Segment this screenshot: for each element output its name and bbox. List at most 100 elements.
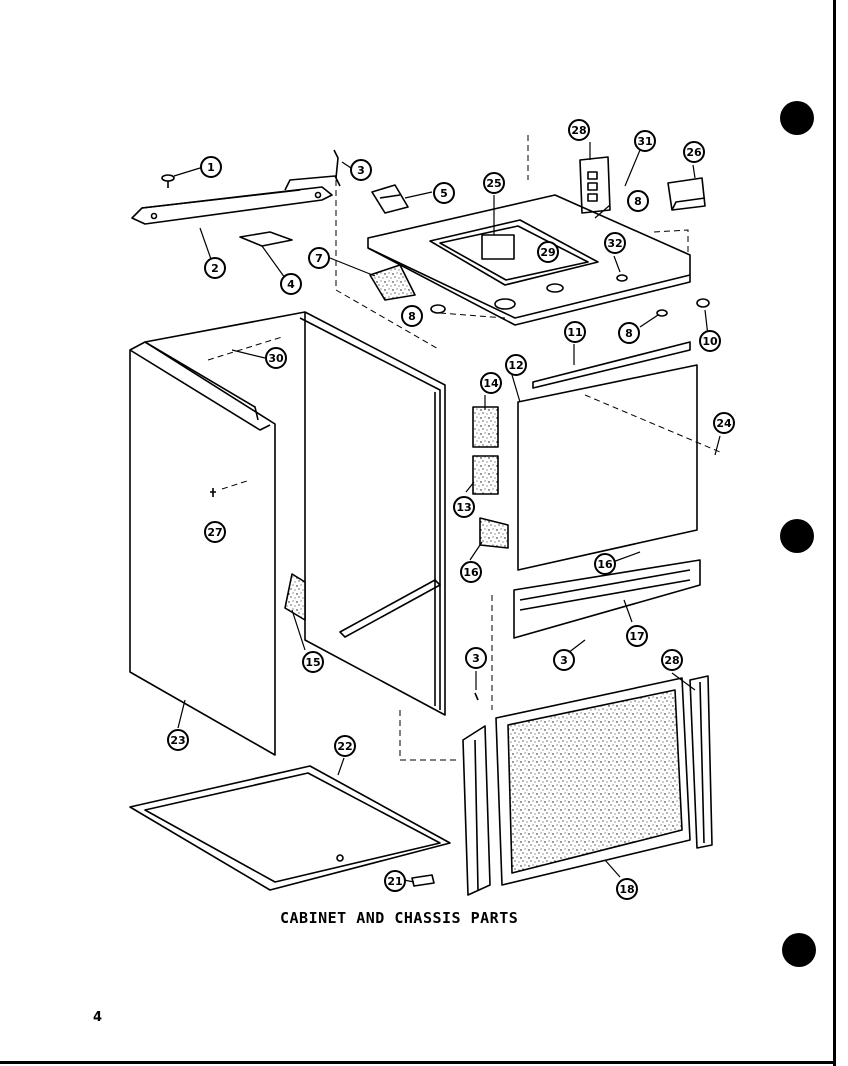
callout-label: 3 bbox=[560, 654, 568, 667]
callout-circle bbox=[683, 141, 705, 163]
screw-part-3-top bbox=[333, 149, 339, 179]
callout-label: 23 bbox=[170, 734, 185, 747]
callout-circle bbox=[564, 321, 586, 343]
callout-c28b: 28 bbox=[661, 649, 683, 671]
callout-c16a: 16 bbox=[460, 561, 482, 583]
binder-hole-middle bbox=[780, 519, 814, 553]
callout-label: 21 bbox=[387, 875, 402, 888]
callout-circle bbox=[618, 322, 640, 344]
callout-c5: 5 bbox=[433, 182, 455, 204]
callout-circle bbox=[634, 130, 656, 152]
callout-label: 32 bbox=[607, 237, 622, 250]
binder-hole-top bbox=[780, 101, 814, 135]
callout-c8b: 8 bbox=[627, 190, 649, 212]
callout-label: 10 bbox=[702, 335, 718, 348]
callout-circle bbox=[384, 870, 406, 892]
callout-label: 29 bbox=[540, 246, 555, 259]
washer-part-a bbox=[430, 304, 446, 314]
callout-circle bbox=[713, 412, 735, 434]
page-number: 4 bbox=[93, 1010, 103, 1025]
diagram-caption: CABINET AND CHASSIS PARTS bbox=[280, 909, 519, 927]
callout-c11: 11 bbox=[564, 321, 586, 343]
callout-c13: 13 bbox=[453, 496, 475, 518]
insert-part-14 bbox=[472, 406, 499, 448]
callout-label: 30 bbox=[268, 352, 284, 365]
callout-c15: 15 bbox=[302, 651, 324, 673]
callout-label: 25 bbox=[486, 177, 501, 190]
callout-c31: 31 bbox=[634, 130, 656, 152]
callout-circle bbox=[627, 190, 649, 212]
callout-label: 16 bbox=[463, 566, 479, 579]
callout-label: 12 bbox=[508, 359, 523, 372]
callout-label: 8 bbox=[408, 310, 416, 323]
callout-c1: 1 bbox=[200, 156, 222, 178]
callout-label: 14 bbox=[483, 377, 499, 390]
callout-c4: 4 bbox=[280, 273, 302, 295]
part-callouts: 1234578252928318263281030111214242713161… bbox=[167, 119, 735, 900]
callout-c16b: 16 bbox=[594, 553, 616, 575]
callout-label: 3 bbox=[357, 164, 365, 177]
screw-part-27 bbox=[210, 488, 216, 497]
callout-c22: 22 bbox=[334, 735, 356, 757]
left-rail-part bbox=[462, 725, 491, 896]
bottom-rail-part bbox=[513, 559, 701, 639]
callout-c3c: 3 bbox=[465, 647, 487, 669]
page-edge-right bbox=[833, 0, 836, 1066]
callout-circle bbox=[480, 372, 502, 394]
callout-circle bbox=[537, 241, 559, 263]
front-panel-part bbox=[517, 341, 698, 571]
callout-c18: 18 bbox=[616, 878, 638, 900]
callout-label: 1 bbox=[207, 161, 215, 174]
callout-label: 2 bbox=[211, 262, 219, 275]
callout-label: 8 bbox=[634, 195, 642, 208]
callout-circle bbox=[204, 257, 226, 279]
insert-part-13 bbox=[472, 455, 499, 495]
callout-label: 11 bbox=[567, 326, 582, 339]
mounting-bracket-part bbox=[667, 177, 706, 211]
back-panel-part bbox=[144, 311, 446, 716]
callout-label: 4 bbox=[287, 278, 295, 291]
callout-c14: 14 bbox=[480, 372, 502, 394]
washer-part-b bbox=[616, 274, 628, 282]
callout-label: 31 bbox=[637, 135, 652, 148]
callout-label: 8 bbox=[625, 327, 633, 340]
callout-label: 24 bbox=[716, 417, 732, 430]
callout-label: 7 bbox=[315, 252, 323, 265]
callout-c8a: 8 bbox=[401, 305, 423, 327]
callout-c3a: 3 bbox=[350, 159, 372, 181]
callout-label: 3 bbox=[472, 652, 480, 665]
washer-part-c bbox=[656, 309, 668, 317]
screw-part-1 bbox=[161, 174, 175, 188]
callout-c25: 25 bbox=[483, 172, 505, 194]
base-plate-part bbox=[129, 765, 451, 891]
callout-circle bbox=[465, 647, 487, 669]
callout-c24: 24 bbox=[713, 412, 735, 434]
callout-c10: 10 bbox=[699, 330, 721, 352]
callout-c26: 26 bbox=[683, 141, 705, 163]
callout-c28a: 28 bbox=[568, 119, 590, 141]
page-edge-bottom bbox=[0, 1061, 836, 1064]
callout-circle bbox=[460, 561, 482, 583]
callout-label: 26 bbox=[686, 146, 702, 159]
screw-part-3-bottom bbox=[474, 692, 479, 701]
callout-label: 28 bbox=[571, 124, 586, 137]
insert-part-16 bbox=[479, 517, 509, 549]
callout-circle bbox=[568, 119, 590, 141]
callout-circle bbox=[594, 553, 616, 575]
callout-label: 13 bbox=[456, 501, 471, 514]
callout-circle bbox=[553, 649, 575, 671]
callout-c21: 21 bbox=[384, 870, 406, 892]
callout-circle bbox=[433, 182, 455, 204]
callout-circle bbox=[483, 172, 505, 194]
callout-circle bbox=[661, 649, 683, 671]
callout-circle bbox=[308, 247, 330, 269]
callout-circle bbox=[280, 273, 302, 295]
top-cover-part bbox=[367, 194, 691, 326]
callout-circle bbox=[167, 729, 189, 751]
callout-c3b: 3 bbox=[553, 649, 575, 671]
callout-c30: 30 bbox=[265, 347, 287, 369]
callout-circle bbox=[505, 354, 527, 376]
callout-c17: 17 bbox=[626, 625, 648, 647]
callout-label: 18 bbox=[619, 883, 634, 896]
